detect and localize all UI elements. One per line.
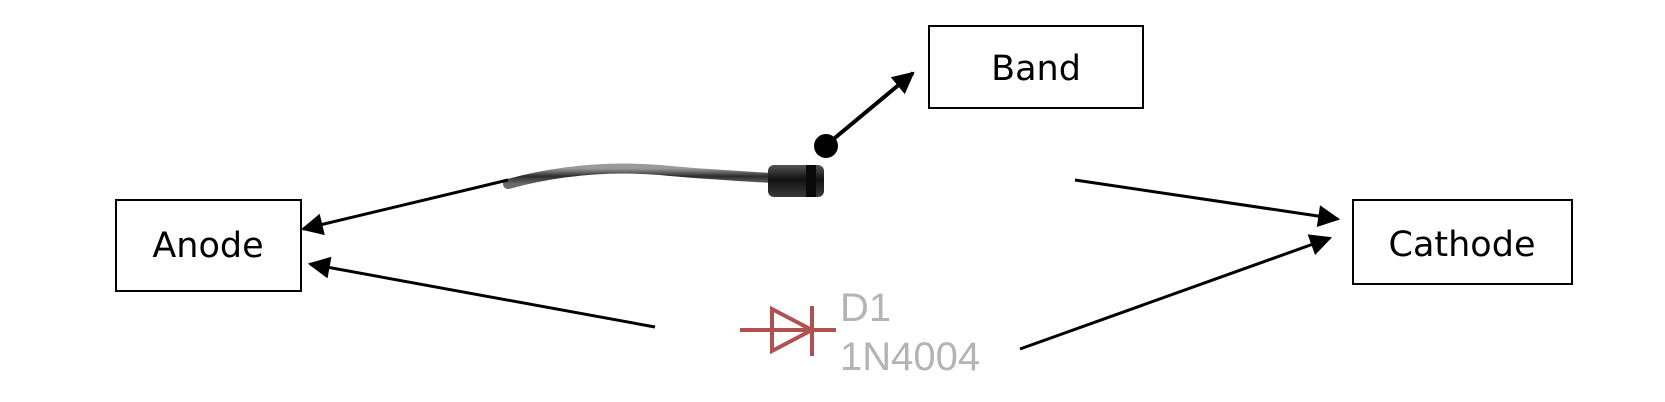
cathode-label: Cathode — [1389, 225, 1536, 265]
anode-label: Anode — [152, 226, 263, 266]
diode-component — [508, 165, 1075, 197]
cathode-label-box: Cathode — [1353, 200, 1572, 284]
arrow-symbol-to-anode — [310, 264, 655, 327]
anode-lead — [508, 169, 772, 184]
arrow-photo-to-anode — [303, 180, 508, 229]
band-arrow — [830, 73, 913, 142]
part-number-text: 1N4004 — [840, 335, 980, 379]
arrow-photo-to-cathode — [1075, 180, 1338, 219]
band-label-box: Band — [929, 26, 1143, 108]
diode-band — [806, 165, 816, 197]
band-label: Band — [991, 49, 1081, 89]
arrow-symbol-to-cathode — [1020, 238, 1330, 349]
anode-label-box: Anode — [116, 200, 301, 291]
designator-text: D1 — [840, 286, 891, 330]
diode-symbol-icon — [740, 306, 836, 356]
